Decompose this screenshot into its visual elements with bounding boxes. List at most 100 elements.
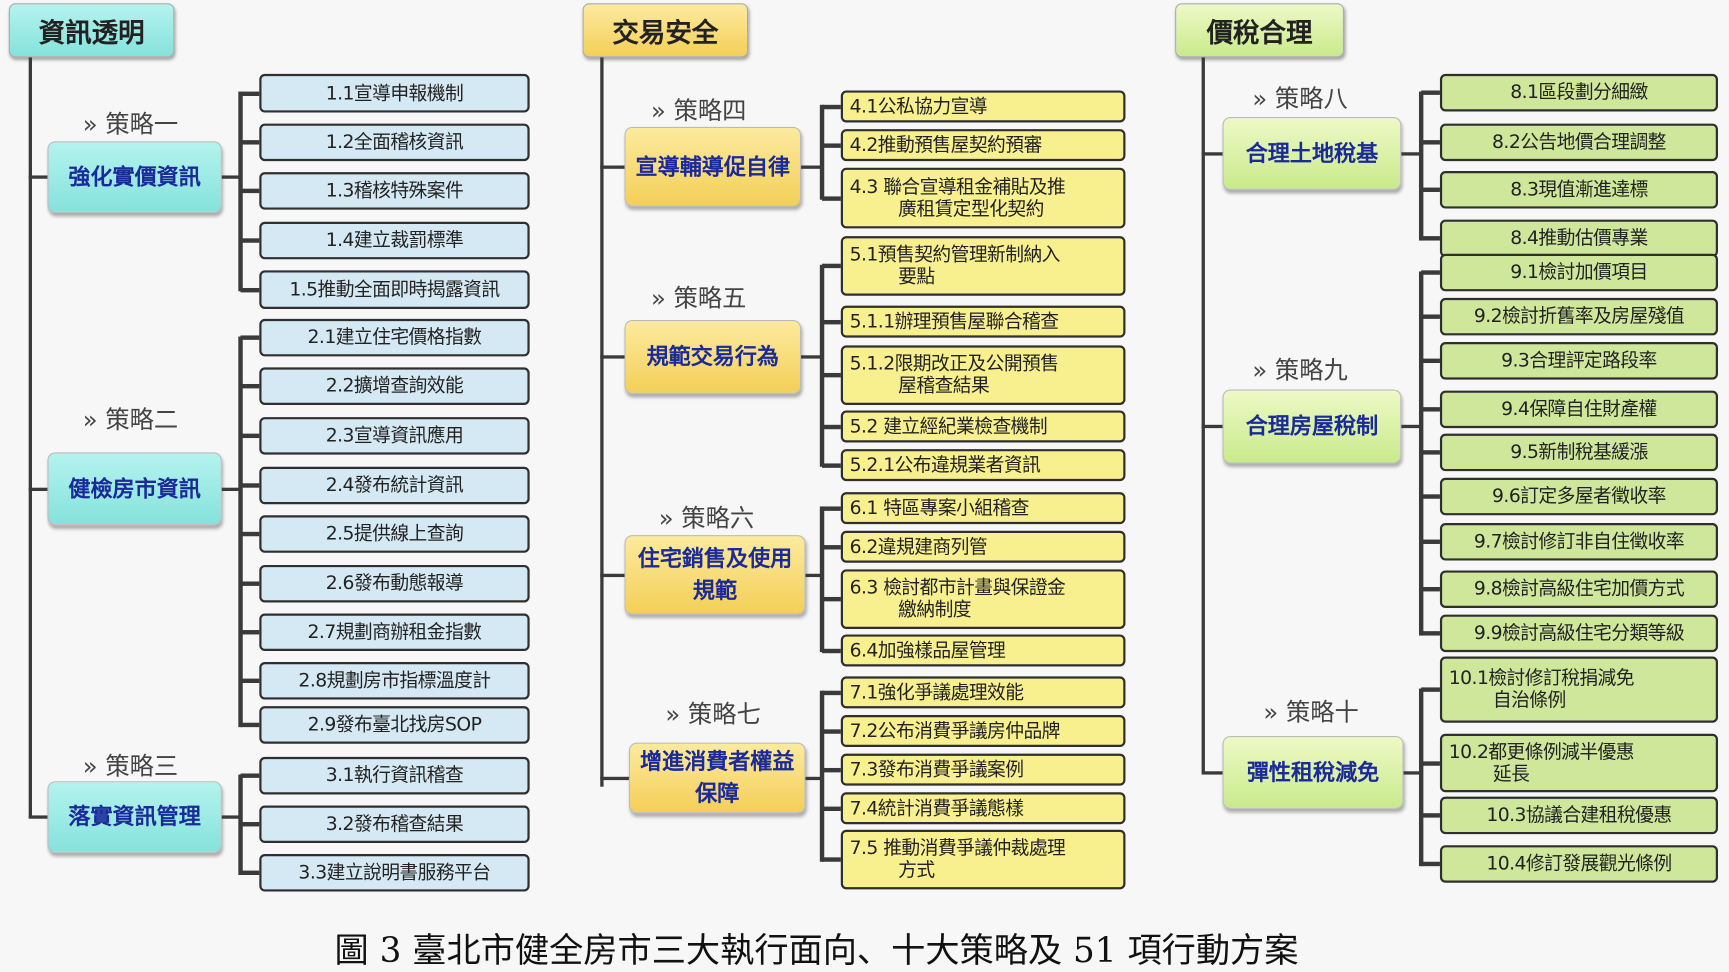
connector-line	[1421, 587, 1440, 592]
connector-line	[1421, 539, 1440, 544]
action-item: 8.3現值漸進達標	[1439, 171, 1718, 209]
connector-line	[822, 690, 841, 695]
action-item: 9.8檢討高級住宅加價方式	[1439, 570, 1718, 608]
connector-line	[1421, 314, 1440, 319]
action-item: 9.1檢討加價項目	[1439, 253, 1718, 292]
strategy-number-label: » 策略八	[1252, 86, 1348, 114]
strategy-number-label: » 策略十	[1263, 699, 1359, 728]
connector-line	[1201, 770, 1223, 775]
connector-line	[599, 164, 625, 169]
pillar-title: 價稅合理	[1175, 3, 1344, 58]
action-item: 7.3發布消費爭議案例	[840, 753, 1126, 786]
strategy-box: 規範交易行為	[624, 319, 802, 394]
connector-line	[599, 573, 625, 577]
action-item: 5.2 建立經紀業檢查機制	[840, 410, 1126, 443]
connector-line	[1421, 494, 1440, 499]
action-item: 6.2違規建商列管	[840, 530, 1126, 563]
action-item: 2.4發布統計資訊	[259, 466, 530, 505]
connector-line	[801, 355, 823, 359]
strategy-box: 住宅銷售及使用規範	[624, 535, 806, 615]
connector-line	[240, 433, 260, 439]
action-item: 1.2全面稽核資訊	[259, 123, 530, 162]
action-item: 6.3 檢討都市計畫與保證金繳納制度	[840, 569, 1126, 629]
connector-line	[1421, 687, 1440, 692]
action-item: 10.3協議合建租稅優惠	[1439, 796, 1718, 835]
connector-line	[1421, 450, 1440, 455]
action-item: 3.3建立說明書服務平台	[259, 854, 530, 892]
connector-line	[822, 104, 841, 109]
strategy-box: 落實資訊管理	[47, 781, 222, 853]
connector-line	[1421, 407, 1440, 412]
action-item: 2.9發布臺北找房SOP	[259, 706, 530, 744]
strategy-number-label: » 策略四	[651, 98, 747, 126]
action-item: 10.1檢討修訂稅捐減免自治條例	[1439, 656, 1718, 723]
connector-line	[28, 487, 48, 491]
strategy-box: 強化實價資訊	[47, 141, 222, 213]
strategy-box: 宣導輔導促自律	[624, 126, 802, 207]
connector-line	[221, 815, 241, 819]
connector-line	[822, 857, 841, 862]
connector-line	[1401, 151, 1422, 156]
action-item: 2.6發布動態報導	[259, 564, 530, 603]
connector-line	[240, 238, 260, 243]
action-item-line: 10.1檢討修訂稅捐減免	[1448, 667, 1635, 690]
connector-line	[28, 175, 48, 179]
connector-line	[599, 355, 625, 359]
strategy-number-label: » 策略七	[665, 701, 761, 730]
action-item-line: 自治條例	[1492, 689, 1566, 712]
action-item: 9.4保障自住財產權	[1439, 390, 1718, 429]
connector-line	[1421, 270, 1440, 275]
connector-line	[822, 728, 841, 734]
connector-line	[822, 319, 841, 324]
connector-line	[240, 140, 260, 145]
action-item: 9.2檢討折舊率及房屋殘值	[1439, 297, 1718, 336]
action-item-line: 6.3 檢討都市計畫與保證金	[849, 577, 1066, 600]
connector-line	[240, 822, 260, 827]
action-item-line: 屋稽查結果	[898, 375, 990, 398]
strategy-number-label: » 策略五	[651, 285, 747, 314]
connector-line	[822, 648, 841, 653]
connector-line	[238, 335, 243, 727]
action-item: 5.1.2限期改正及公開預售屋稽查結果	[840, 345, 1126, 405]
connector-line	[822, 142, 841, 148]
strategy-box: 合理房屋稅制	[1222, 389, 1402, 464]
connector-line	[822, 263, 841, 269]
connector-line	[1421, 187, 1440, 192]
connector-line	[805, 573, 823, 577]
connector-line	[819, 690, 825, 862]
action-item: 2.1建立住宅價格指數	[259, 318, 530, 357]
connector-line	[1421, 358, 1440, 364]
connector-line	[240, 188, 260, 194]
connector-line	[240, 581, 260, 586]
strategy-number-label: » 策略一	[82, 111, 179, 140]
action-item-line: 繳納制度	[898, 599, 971, 622]
connector-line	[240, 630, 260, 635]
action-item: 10.2都更條例減半優惠延長	[1439, 733, 1718, 793]
action-item: 1.5推動全面即時揭露資訊	[259, 270, 530, 309]
connector-line	[1421, 631, 1440, 636]
connector-line	[801, 164, 823, 169]
connector-line	[1421, 140, 1440, 145]
action-item: 2.3宣導資訊應用	[259, 417, 530, 455]
connector-line	[1418, 687, 1424, 866]
connector-line	[1403, 770, 1422, 775]
action-item: 6.1 特區專案小組稽查	[840, 492, 1126, 525]
strategy-number-label: » 策略六	[658, 505, 755, 533]
action-item-line: 7.5 推動消費爭議仲裁處理	[849, 837, 1066, 860]
action-item-line: 延長	[1492, 763, 1530, 786]
connector-line	[240, 773, 260, 778]
connector-line	[240, 91, 260, 96]
connector-line	[28, 815, 48, 819]
strategy-number-label: » 策略二	[82, 407, 179, 435]
connector-line	[822, 372, 841, 378]
action-item-line: 5.1.2限期改正及公開預售	[849, 353, 1059, 376]
strategy-box: 增進消費者權益保障	[628, 742, 806, 814]
connector-line	[240, 870, 260, 875]
action-item: 9.5新制稅基緩漲	[1439, 433, 1718, 472]
connector-line	[819, 264, 825, 467]
connector-line	[819, 104, 825, 200]
action-item: 4.3 聯合宣導租金補貼及推廣租賃定型化契約	[840, 167, 1126, 229]
connector-line	[599, 57, 604, 787]
connector-line	[1201, 57, 1205, 773]
